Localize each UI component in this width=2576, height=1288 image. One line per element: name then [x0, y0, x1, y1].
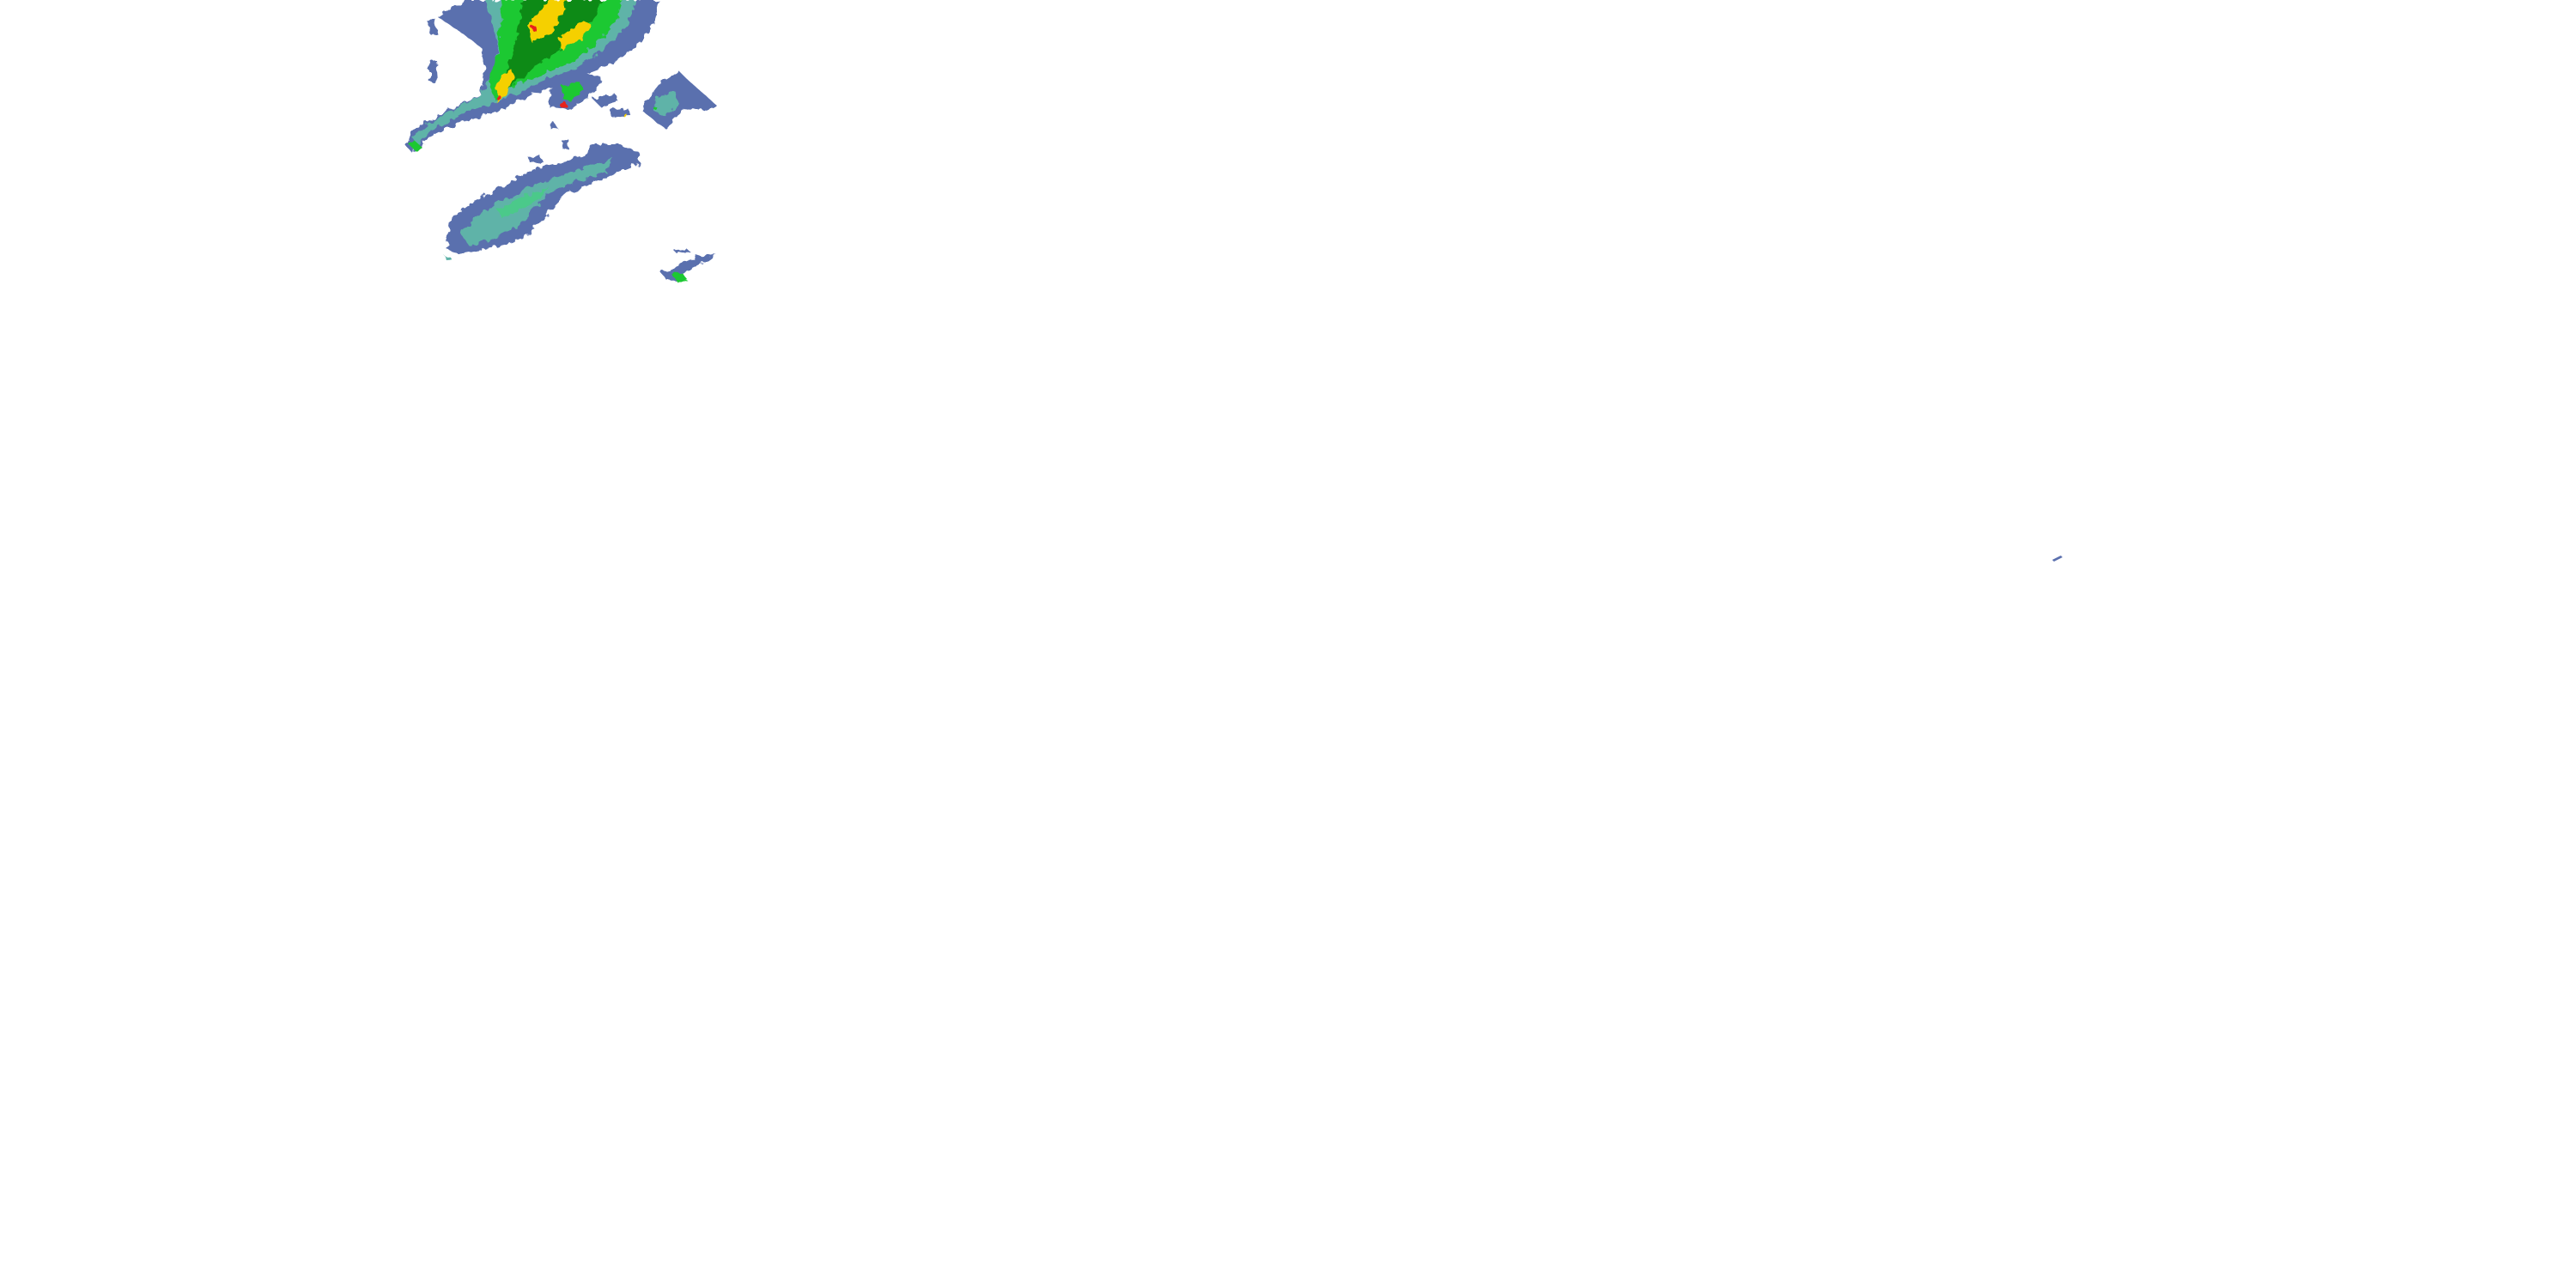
reflectivity-area	[562, 82, 584, 101]
reflectivity-area	[528, 155, 543, 163]
reflectivity-area	[641, 70, 717, 129]
reflectivity-area	[409, 140, 421, 151]
reflectivity-area	[654, 90, 678, 116]
storm-cell-north	[406, 0, 659, 153]
reflectivity-area	[672, 273, 687, 282]
reflectivity-area	[610, 107, 631, 117]
reflectivity-area	[459, 159, 614, 245]
storm-cell-east	[641, 70, 717, 129]
reflectivity-area	[558, 21, 592, 50]
reflectivity-area	[496, 69, 515, 103]
reflectivity-area	[428, 17, 438, 36]
reflectivity-area	[562, 137, 568, 149]
reflectivity-area	[560, 101, 567, 108]
storm-cell-southeast	[661, 249, 715, 282]
reflectivity-area	[592, 93, 618, 107]
reflectivity-area	[444, 255, 453, 261]
reflectivity-area	[661, 253, 715, 282]
reflectivity-area	[674, 249, 691, 253]
isolated-echo	[2052, 556, 2063, 562]
reflectivity-area	[495, 94, 501, 100]
storm-cells-scattered	[428, 17, 631, 163]
reflectivity-area	[623, 113, 627, 117]
reflectivity-area	[550, 122, 558, 131]
reflectivity-area	[532, 26, 537, 31]
reflectivity-area	[498, 186, 550, 219]
reflectivity-area	[502, 0, 601, 94]
precip-band-south	[444, 144, 640, 261]
reflectivity-area	[654, 107, 658, 111]
reflectivity-area	[429, 60, 438, 82]
reflectivity-area	[528, 0, 567, 43]
